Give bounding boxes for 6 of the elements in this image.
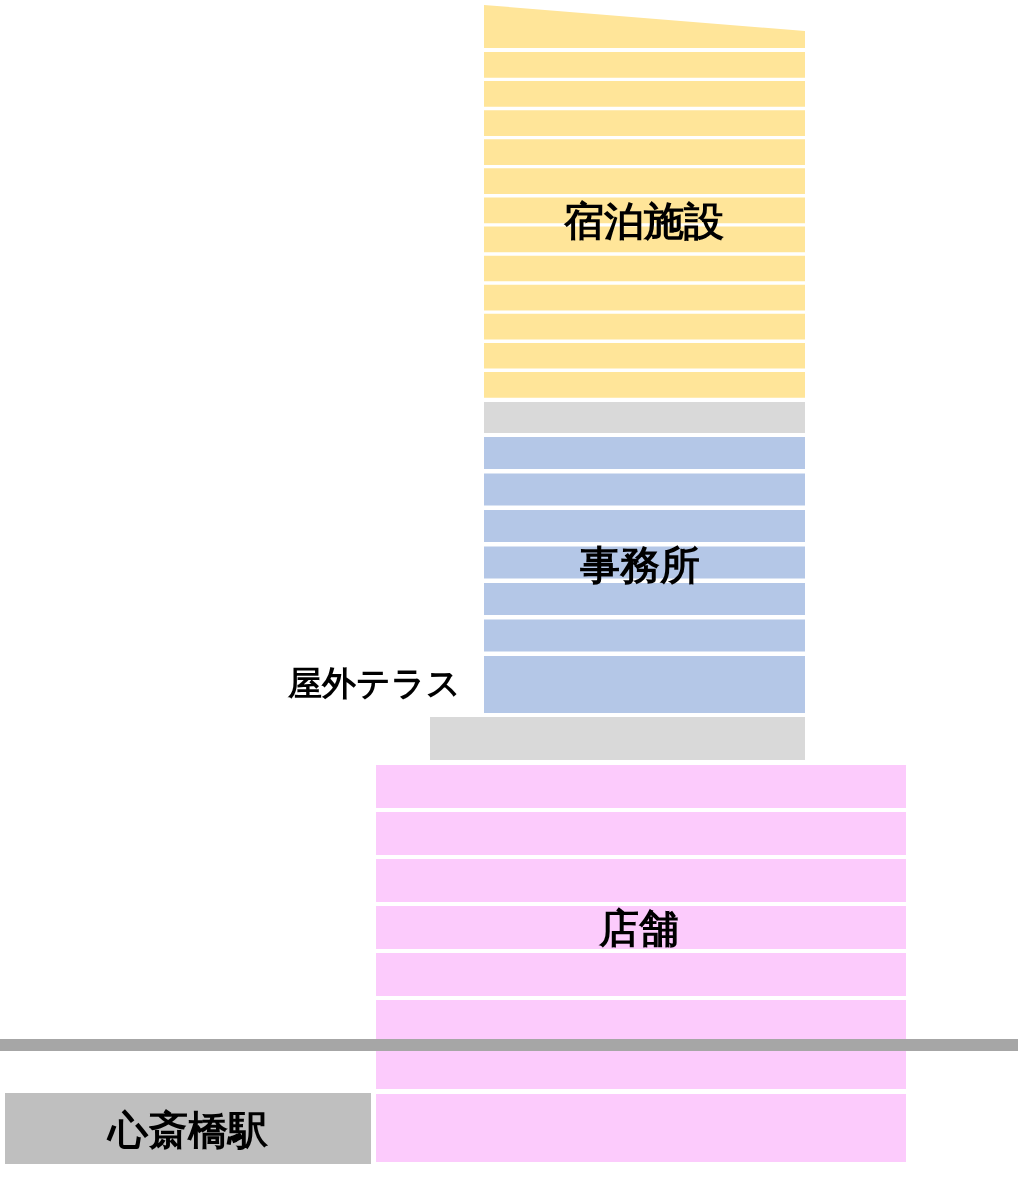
floor-use-label: 宿泊施設 <box>564 199 724 243</box>
floor-use-label: 事務所 <box>580 543 700 587</box>
station-name: 心斎橋駅 <box>108 1108 268 1152</box>
terrace-label: 屋外テラス <box>288 665 461 703</box>
floor-use-label: 店舗 <box>599 906 679 950</box>
station-panel <box>5 1093 371 1164</box>
